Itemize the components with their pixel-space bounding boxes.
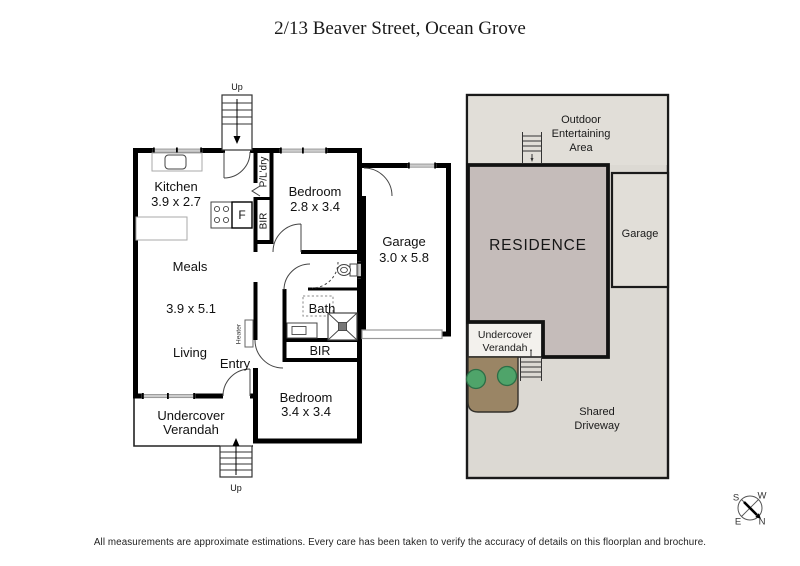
bedroom1-label: Bedroom <box>289 184 342 199</box>
fridge-label: F <box>238 208 245 222</box>
verandah-label-line1: Undercover <box>157 408 225 423</box>
vanity-icon <box>286 322 318 339</box>
outdoor-label-line1: Outdoor <box>561 114 601 126</box>
compass-north-label: N <box>759 517 766 528</box>
site-residence <box>466 163 610 359</box>
outdoor-area <box>468 96 667 165</box>
site-garage <box>610 171 670 289</box>
garage-walls <box>361 163 451 337</box>
site-plan: Outdoor Entertaining Area RESIDENCE Gara… <box>465 93 670 480</box>
interior-walls <box>253 148 361 362</box>
bir-closet-label: BIR <box>259 213 270 230</box>
site-garage-label: Garage <box>622 228 659 240</box>
verandah-label-line2: Verandah <box>163 422 219 437</box>
outdoor-label-line2: Entertaining <box>552 128 611 140</box>
driveway-label-line2: Driveway <box>574 420 620 432</box>
laundry-bifold-door <box>251 185 261 197</box>
bush-icon <box>496 365 518 387</box>
bush-icon <box>465 368 487 390</box>
outdoor-stairs-icon <box>522 132 542 163</box>
compass-south-label: S <box>733 493 739 504</box>
doors <box>222 151 339 397</box>
kitchen-dims: 3.9 x 2.7 <box>151 194 201 209</box>
laundry-label: P/L'dry <box>259 157 270 188</box>
interior-walls-thin <box>253 197 360 291</box>
exterior-walls <box>133 148 362 444</box>
garage-door-panel <box>361 329 443 340</box>
site-verandah-label-line2: Verandah <box>483 342 528 354</box>
garage-side-door <box>363 167 393 197</box>
bedroom2-dims: 3.4 x 3.4 <box>281 404 331 419</box>
stairs-bottom-label: Up <box>230 483 242 493</box>
heater-label: Heater <box>236 323 243 344</box>
bir-hall-label: BIR <box>310 344 331 358</box>
bath-fixtures <box>286 263 358 341</box>
stairs-top-icon <box>221 94 253 151</box>
front-entry-door <box>222 368 251 397</box>
bath-door <box>283 263 311 291</box>
bedroom1-window <box>279 147 328 154</box>
meals-label: Meals <box>173 259 208 274</box>
compass-icon: S W E N <box>733 491 767 528</box>
shower-icon <box>327 312 358 341</box>
unit-floorplan: Up Up F Heater <box>133 82 451 493</box>
compass-west-label: W <box>758 491 767 502</box>
stair-entry-door <box>223 151 251 179</box>
wc-door <box>311 261 339 289</box>
living-meals-dims: 3.9 x 5.1 <box>166 301 216 316</box>
kitchen-label: Kitchen <box>154 179 197 194</box>
bedroom1-dims: 2.8 x 3.4 <box>290 199 340 214</box>
hall-door <box>254 339 284 369</box>
toilet-icon <box>337 263 358 277</box>
stairs-top-label: Up <box>231 82 243 92</box>
living-label: Living <box>173 345 207 360</box>
compass-east-label: E <box>735 517 741 528</box>
cooktop-icon <box>210 201 233 229</box>
verandah-stairs-icon <box>520 349 542 381</box>
garage-fp-label: Garage <box>382 234 425 249</box>
garage-floorplan <box>361 162 451 340</box>
kitchen-fixtures <box>135 152 253 241</box>
kitchen-window <box>152 147 203 154</box>
fridge-icon <box>231 201 253 229</box>
residence-label: RESIDENCE <box>489 237 587 254</box>
bedroom1-door <box>272 223 302 253</box>
bedroom2-label: Bedroom <box>280 390 333 405</box>
heater-icon <box>244 319 254 348</box>
garage-window <box>407 162 437 169</box>
disclaimer-text: All measurements are approximate estimat… <box>93 537 707 548</box>
skylight-dashed <box>302 295 334 317</box>
bath-label: Bath <box>309 301 336 316</box>
sink-icon <box>164 154 187 170</box>
living-window <box>141 392 196 400</box>
outdoor-label-line3: Area <box>569 142 593 154</box>
garage-fp-dims: 3.0 x 5.8 <box>379 250 429 265</box>
entry-label: Entry <box>220 356 251 371</box>
stairs-bottom-icon <box>219 438 253 478</box>
windows <box>141 147 363 400</box>
site-verandah-label-line1: Undercover <box>478 329 533 341</box>
driveway-label-line1: Shared <box>579 406 614 418</box>
island-bench <box>135 216 188 241</box>
page-title: 2/13 Beaver Street, Ocean Grove <box>274 18 526 39</box>
